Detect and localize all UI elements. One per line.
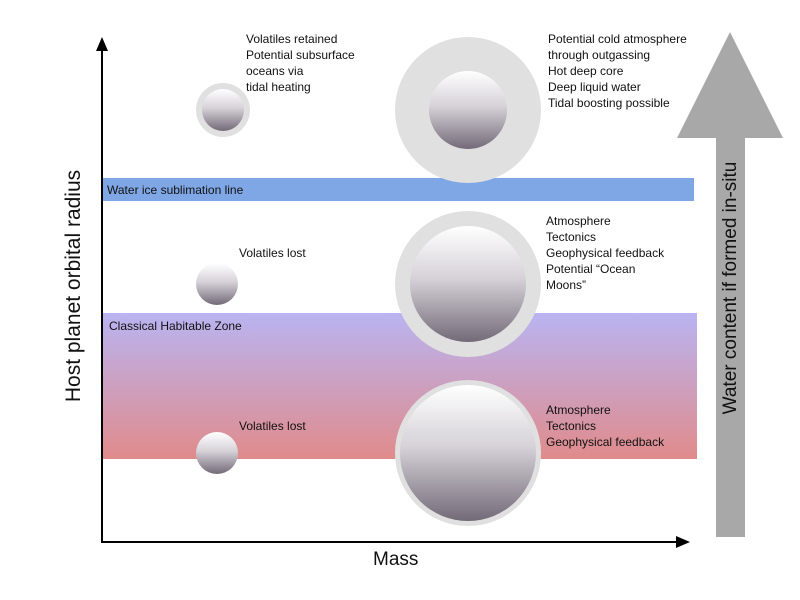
note-large-middle: Atmosphere Tectonics Geophysical feedbac… <box>546 213 664 293</box>
moon-small-inner <box>196 432 238 474</box>
note-line: Atmosphere <box>546 214 611 228</box>
moon-large-outer <box>429 71 507 149</box>
note-line: tidal heating <box>246 80 311 94</box>
note-line: Tectonics <box>546 419 597 433</box>
note-large-outer: Potential cold atmosphere through outgas… <box>548 31 687 111</box>
moon-small-middle <box>196 263 238 305</box>
water-content-arrow <box>677 32 783 537</box>
note-line: Potential subsurface <box>246 48 355 62</box>
note-small-middle: Volatiles lost <box>239 245 306 261</box>
moon-large-inner <box>400 385 536 521</box>
note-line: Deep liquid water <box>548 80 641 94</box>
note-small-inner: Volatiles lost <box>239 418 306 434</box>
note-line: Volatiles lost <box>239 419 306 433</box>
note-line: Potential cold atmosphere <box>548 32 687 46</box>
note-line: Tidal boosting possible <box>548 96 670 110</box>
y-axis-label: Host planet orbital radius <box>62 169 85 403</box>
note-line: Geophysical feedback <box>546 435 665 449</box>
note-line: oceans via <box>246 64 304 78</box>
x-axis-arrowhead <box>676 536 690 548</box>
note-line: Potential “Ocean <box>546 262 636 276</box>
note-line: Volatiles retained <box>246 32 338 46</box>
y-axis-arrowhead <box>96 37 108 51</box>
note-line: Geophysical feedback <box>546 246 665 260</box>
note-line: Tectonics <box>546 230 597 244</box>
x-axis-label: Mass <box>373 549 419 570</box>
note-line: through outgassing <box>548 48 651 62</box>
note-line: Volatiles lost <box>239 246 306 260</box>
snow-line-band <box>103 178 694 201</box>
moon-large-middle <box>410 226 526 342</box>
note-line: Atmosphere <box>546 403 611 417</box>
note-small-outer: Volatiles retained Potential subsurface … <box>246 31 355 95</box>
note-large-inner: Atmosphere Tectonics Geophysical feedbac… <box>546 402 664 450</box>
note-line: Hot deep core <box>548 64 624 78</box>
snow-line-label: Water ice sublimation line <box>107 183 244 197</box>
note-line: Moons” <box>546 278 587 292</box>
habitable-zone-label: Classical Habitable Zone <box>109 319 242 333</box>
water-content-label: Water content if formed in-situ <box>720 161 741 415</box>
moon-small-outer <box>202 89 244 131</box>
